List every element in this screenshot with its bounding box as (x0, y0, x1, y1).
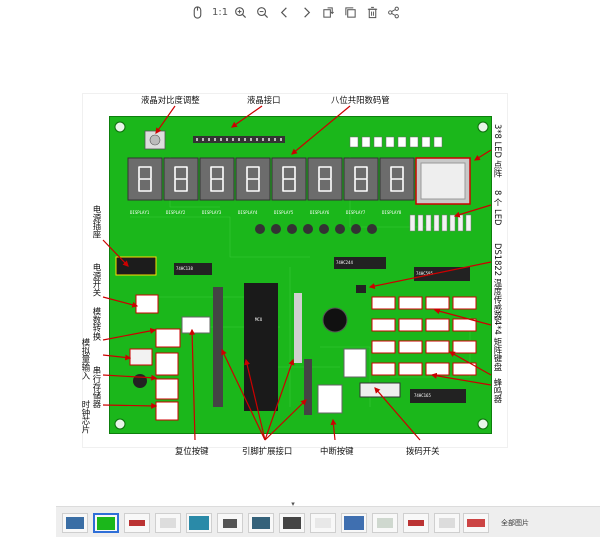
thumbnail-11[interactable] (372, 513, 398, 533)
label-lcd-interface: 液晶接口 (247, 95, 281, 105)
thumbnail-14[interactable] (463, 513, 489, 533)
label-eight-digit-display: 八位共阳数码管 (331, 95, 390, 105)
thumbnail-5[interactable] (186, 513, 212, 533)
label-keypad: 4*4 矩阵键盘 (493, 320, 503, 371)
label-reset-key: 复位按键 (175, 446, 209, 456)
label-clock-chip: 时钟芯片 (81, 400, 91, 434)
all-images-button[interactable]: 全部图片 (492, 513, 538, 533)
label-analog-input: 模拟量输入 (81, 338, 91, 380)
thumbnail-6[interactable] (217, 513, 243, 533)
label-power-socket: 电源插座 (92, 205, 102, 239)
thumbnail-12[interactable] (403, 513, 429, 533)
thumbnail-7[interactable] (248, 513, 274, 533)
thumbnail-1[interactable] (62, 513, 88, 533)
label-temp-sensor: DS1822 温度传感器 (493, 243, 503, 321)
thumbnail-8[interactable] (279, 513, 305, 533)
thumbnail-4[interactable] (155, 513, 181, 533)
label-interrupt-key: 中断按键 (320, 446, 354, 456)
label-buzzer: 蜂鸣器 (493, 378, 503, 403)
thumbnail-13[interactable] (434, 513, 460, 533)
label-power-switch: 电源开关 (92, 263, 102, 297)
thumbnail-10[interactable] (341, 513, 367, 533)
thumbnail-9[interactable] (310, 513, 336, 533)
label-lcd-contrast: 液晶对比度调整 (141, 95, 200, 105)
thumbnail-2[interactable] (93, 513, 119, 533)
thumbnail-3[interactable] (124, 513, 150, 533)
label-ad-converter: 模数转换 (92, 307, 102, 341)
label-eight-leds: 8 个 LED (493, 190, 503, 225)
label-dip-switch: 拨码开关 (406, 446, 440, 456)
label-serial-memory: 串行存储器 (92, 366, 102, 408)
label-pin-expansion: 引脚扩展接口 (242, 446, 292, 456)
label-dot-matrix: 3*8 LED 点阵 (493, 124, 503, 177)
